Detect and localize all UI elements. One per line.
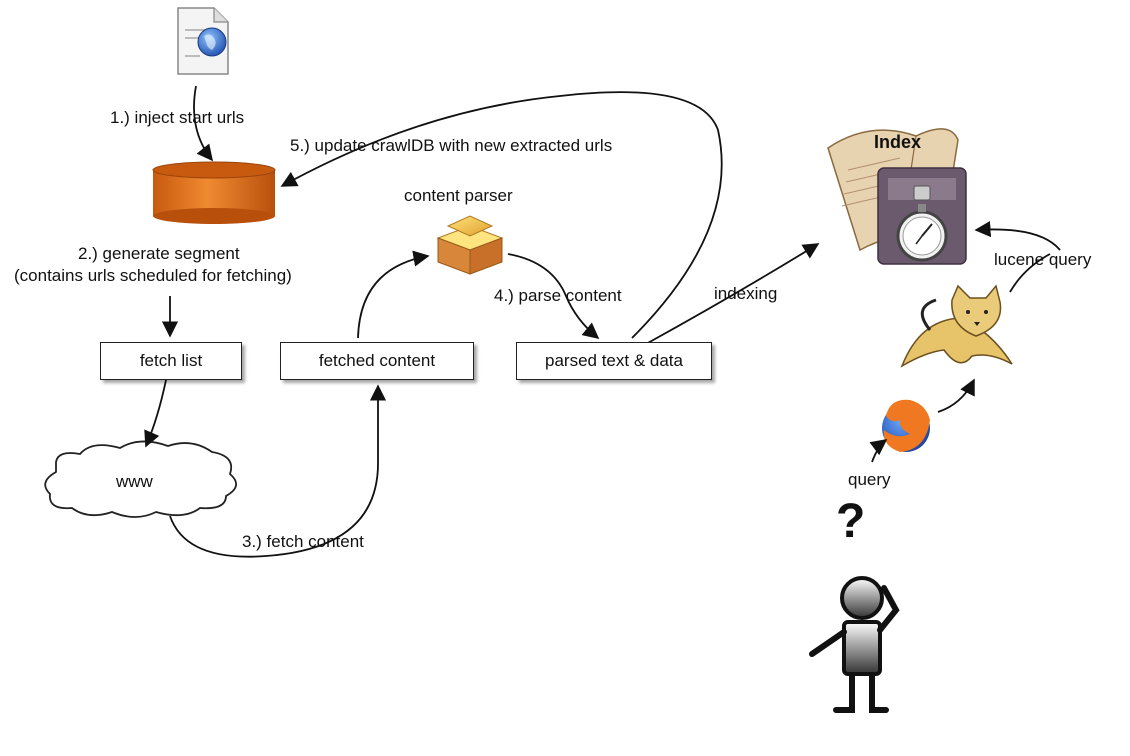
arrow-fetch-www <box>144 379 167 448</box>
arrow-www-fetched <box>169 384 387 558</box>
arrow-update-crawldb <box>280 91 723 339</box>
label-step3: 3.) fetch content <box>242 532 364 551</box>
label-step2-line1: 2.) generate segment <box>78 244 240 263</box>
cloud-label-www: www <box>116 472 153 491</box>
arrow-firefox-tomcat <box>937 378 975 413</box>
arrow-lucene-query <box>974 221 1061 251</box>
www-cloud-icon <box>44 440 237 518</box>
arrow-inject <box>193 85 214 162</box>
box-parsed-text: parsed text & data <box>516 342 712 380</box>
crawldb-cylinder-icon <box>152 161 276 224</box>
box-fetched-content: fetched content <box>280 342 474 380</box>
person-icon <box>809 576 900 713</box>
label-index: Index <box>874 132 922 152</box>
label-step4: 4.) parse content <box>494 286 622 305</box>
label-step2-line2: (contains urls scheduled for fetching) <box>14 266 292 285</box>
label-query: query <box>848 470 891 489</box>
label-content-parser: content parser <box>404 186 513 205</box>
document-globe-icon <box>177 7 229 75</box>
arrow-fetched-parser <box>357 250 430 339</box>
arrow-indexing <box>645 243 820 345</box>
arrow-query <box>869 439 888 463</box>
stopwatch-icon <box>877 167 967 265</box>
arrow-parse <box>507 253 600 340</box>
tomcat-cat-icon <box>900 284 1013 368</box>
label-lucene-query: lucene query <box>994 250 1092 269</box>
label-step1: 1.) inject start urls <box>110 108 245 127</box>
arrow-tomcat-lucene <box>1009 253 1051 293</box>
label-indexing: indexing <box>714 284 778 303</box>
firefox-browser-icon <box>882 399 930 452</box>
label-step5: 5.) update crawlDB with new extracted ur… <box>290 136 613 155</box>
content-parser-package-icon <box>436 215 504 275</box>
question-mark: ? <box>836 495 866 548</box>
box-fetch-list: fetch list <box>100 342 242 380</box>
flow-arrows <box>144 85 1061 558</box>
